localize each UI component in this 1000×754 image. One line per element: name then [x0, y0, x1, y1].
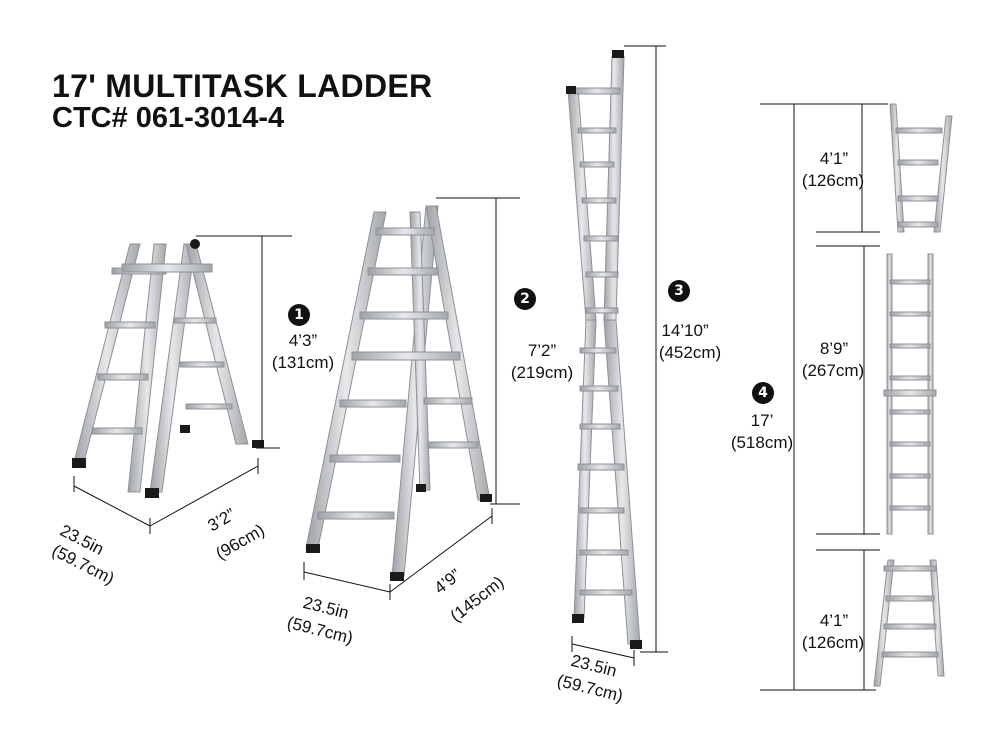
config-4-middle-section-height: 8’9”: [819, 339, 849, 358]
dimension-lines-config-4: [760, 103, 888, 691]
config-4-middle-section-metric: (267cm): [801, 361, 865, 380]
config-1-height-metric: (131cm): [271, 353, 335, 372]
config-number-badge: 1: [288, 304, 310, 326]
catalog-number: CTC# 061-3014-4: [52, 102, 285, 134]
config-4-height-metric: (518cm): [730, 433, 794, 452]
config-number-badge: 4: [752, 382, 774, 404]
config-4-top-section-height: 4’1”: [819, 149, 849, 168]
config-4-height: 17’: [750, 411, 774, 430]
ladder-config-1: [72, 239, 264, 498]
ladder-config-4: [873, 103, 953, 687]
config-4-bottom-section-height: 4’1”: [819, 611, 849, 630]
dimension-lines-config-2: [303, 197, 520, 600]
ladder-config-3: [566, 50, 642, 649]
ladder-config-2: [305, 205, 492, 581]
config-1-height: 4’3”: [288, 331, 318, 350]
config-2-height: 7’2”: [527, 341, 557, 360]
config-3-height: 14’10”: [661, 321, 709, 340]
config-number-badge: 3: [668, 280, 690, 302]
config-3-height-metric: (452cm): [658, 343, 722, 362]
product-title: 17' MULTITASK LADDER: [52, 68, 433, 104]
config-2-height-metric: (219cm): [510, 363, 574, 382]
dimension-lines-config-3: [571, 45, 668, 666]
config-4-bottom-section-metric: (126cm): [801, 633, 865, 652]
config-number-badge: 2: [514, 288, 536, 310]
dimension-lines-config-1: [73, 235, 292, 534]
config-4-top-section-metric: (126cm): [801, 171, 865, 190]
